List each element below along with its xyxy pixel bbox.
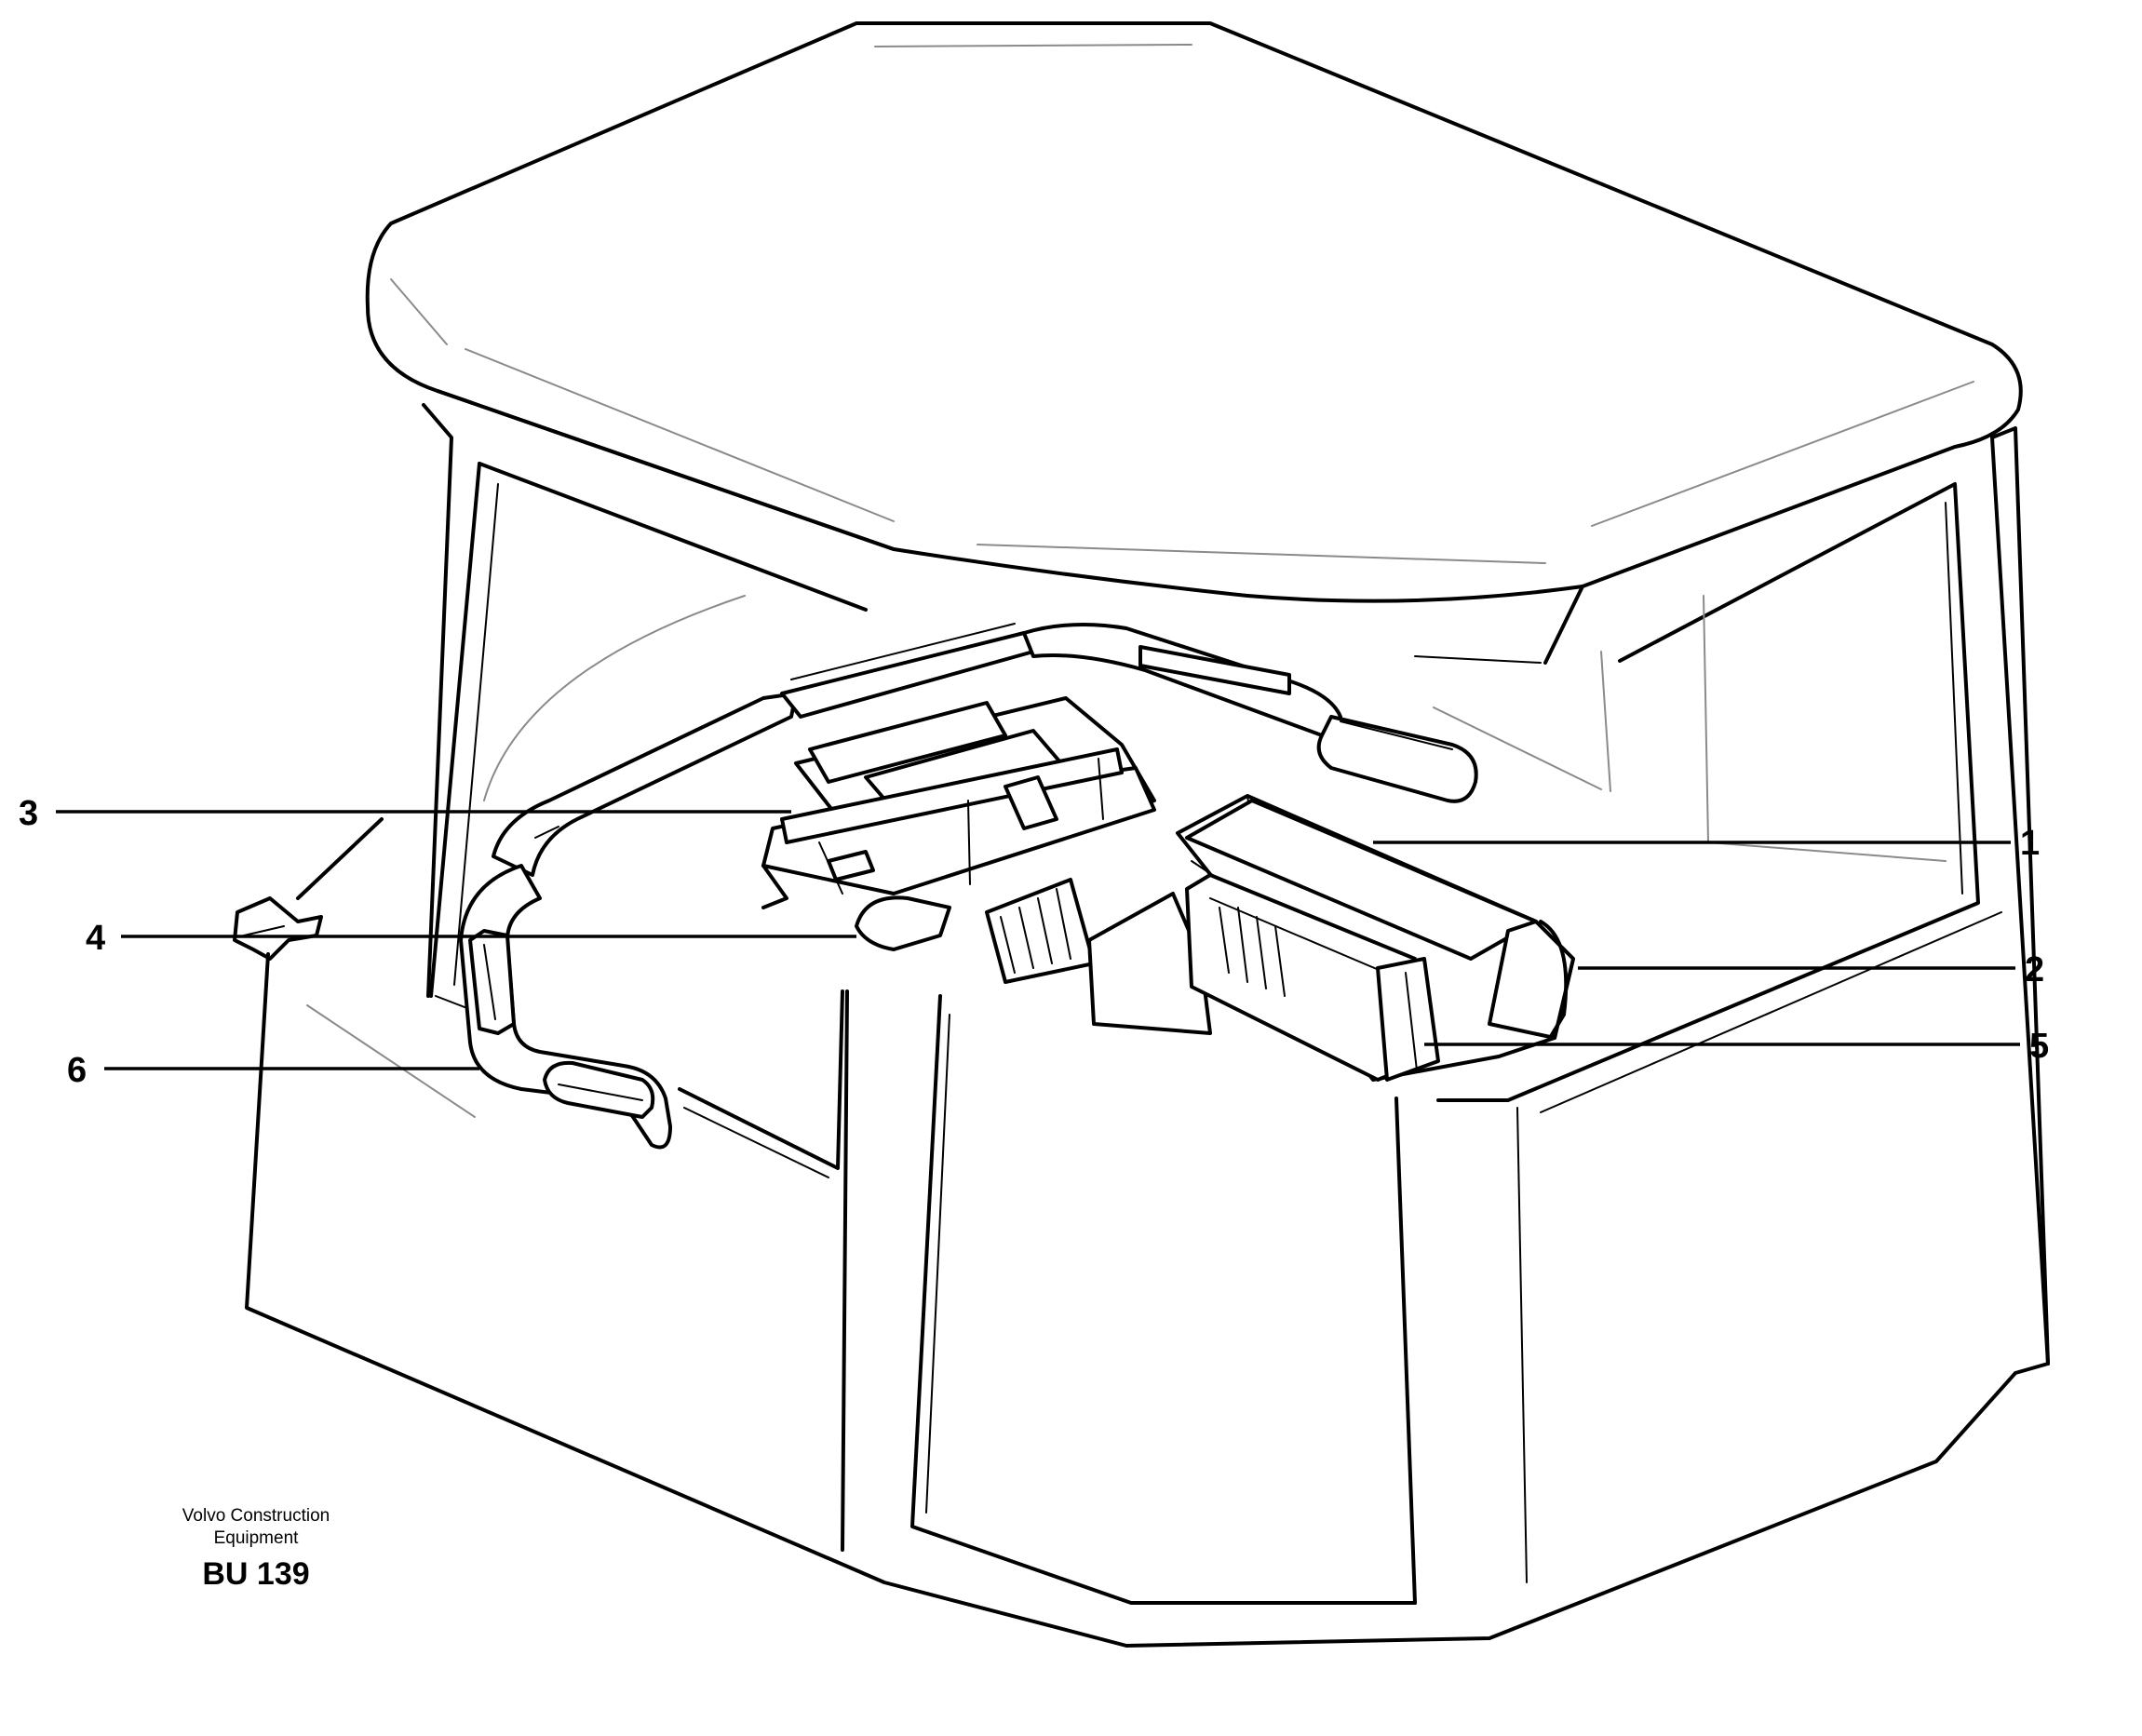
air-duct-hose (459, 623, 1478, 1150)
callout-5: 5 (2029, 1027, 2049, 1066)
callout-6: 6 (67, 1051, 87, 1090)
callout-1: 1 (2020, 824, 2040, 863)
callout-3: 3 (19, 794, 38, 833)
callout-2: 2 (2025, 950, 2044, 989)
callout-labels: 1 2 3 4 5 6 (19, 794, 2049, 1090)
leader-lines (56, 810, 2020, 1070)
filter-housing (985, 794, 1575, 1082)
caption-drawing-code: BU 139 (202, 1556, 310, 1592)
control-panel-unit (761, 696, 1156, 951)
callout-4: 4 (86, 919, 105, 958)
caption-company-line2: Equipment (213, 1528, 299, 1548)
cab-body (245, 389, 2050, 1648)
cab-roof (365, 21, 2023, 603)
caption-company-line1: Volvo Construction (182, 1506, 330, 1526)
